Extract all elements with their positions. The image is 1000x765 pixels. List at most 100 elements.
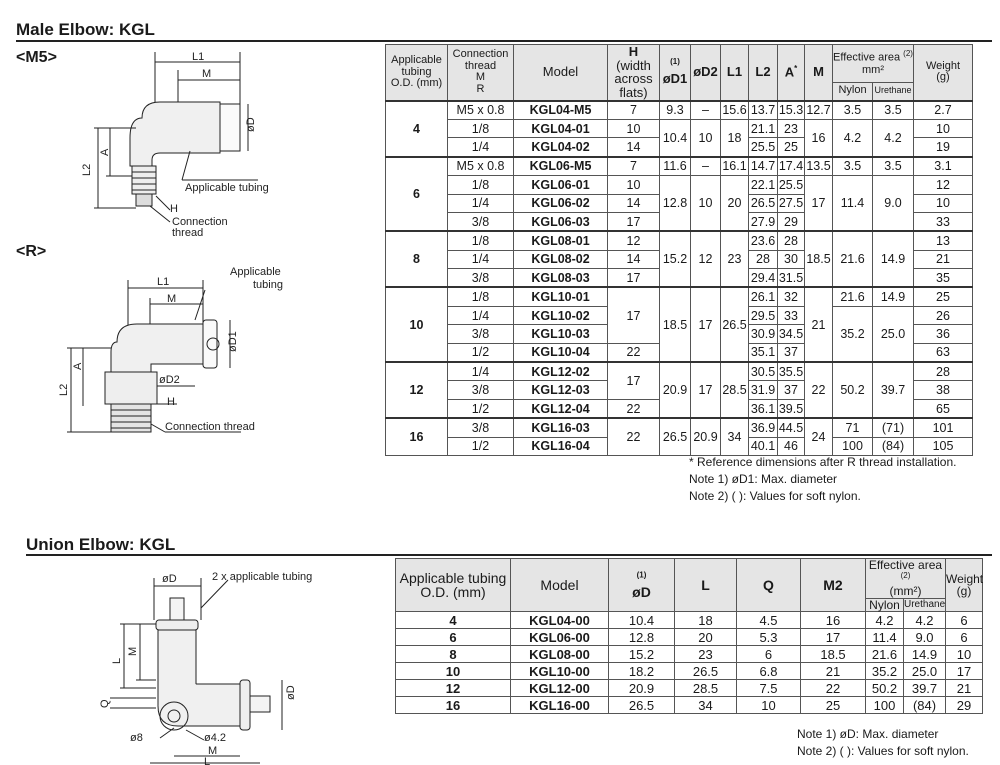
r-l1-label: L1: [157, 276, 169, 288]
union-weight-cell: 29: [945, 696, 983, 715]
union-weight-cell: 6: [945, 628, 983, 647]
union-nylon-cell: 4.2: [865, 611, 904, 630]
m5-m-label: M: [202, 68, 211, 80]
h-cell: 7: [607, 99, 660, 120]
weight-cell: 35: [913, 268, 973, 288]
l2-cell: 21.1: [748, 118, 778, 139]
union-elbow-notes: Note 1) øD: Max. diameter Note 2) ( ): V…: [797, 726, 969, 760]
weight-cell: 12: [913, 175, 973, 195]
nylon-cell: 50.2: [832, 361, 873, 419]
thread-cell: M5 x 0.8: [447, 99, 514, 120]
weight-cell: 10: [913, 118, 973, 139]
union-l-cell: 23: [674, 645, 737, 664]
m-cell: 21: [804, 286, 833, 363]
urethane-cell: 4.2: [872, 118, 914, 158]
a-cell: 37: [777, 380, 805, 400]
model-cell: KGL04-01: [513, 118, 608, 139]
m-cell: 22: [804, 361, 833, 419]
model-cell: KGL10-01: [513, 286, 608, 307]
h-cell: 17: [607, 268, 660, 288]
weight-cell: 25: [913, 286, 973, 307]
union-nylon-cell: 50.2: [865, 679, 904, 698]
union-elbow-title: Union Elbow: KGL: [26, 535, 176, 554]
union-model-cell: KGL06-00: [510, 628, 609, 647]
model-cell: KGL06-01: [513, 175, 608, 195]
d1-cell: 18.5: [659, 286, 691, 363]
m-cell: 24: [804, 417, 833, 456]
union-m-bottom-label: M: [208, 745, 217, 757]
union-l-cell: 28.5: [674, 679, 737, 698]
l2-cell: 29.4: [748, 268, 778, 288]
thread-cell: 3/8: [447, 324, 514, 344]
l2-cell: 14.7: [748, 155, 778, 177]
union-od-cell: 8: [395, 645, 511, 664]
a-cell: 37: [777, 342, 805, 363]
model-cell: KGL12-04: [513, 398, 608, 419]
nylon-cell: 71: [832, 417, 873, 438]
union-d-label: øD: [162, 573, 177, 585]
union-urethane-cell: 9.0: [903, 628, 946, 647]
union-nylon-cell: 21.6: [865, 645, 904, 664]
tubing-od-cell: 8: [385, 230, 448, 288]
union-tubing-label: 2 x applicable tubing: [212, 571, 312, 583]
l1-cell: 15.6: [720, 99, 749, 120]
thread-cell: M5 x 0.8: [447, 155, 514, 177]
a-cell: 27.5: [777, 193, 805, 213]
model-cell: KGL08-03: [513, 268, 608, 288]
thread-cell: 1/4: [447, 193, 514, 213]
urethane-cell: 3.5: [872, 155, 914, 177]
thread-cell: 1/2: [447, 342, 514, 363]
union-q-cell: 6: [736, 645, 801, 664]
urethane-cell: 3.5: [872, 99, 914, 120]
union-q-cell: 4.5: [736, 611, 801, 630]
union-col-header-nylon: Nylon: [865, 597, 904, 613]
thread-cell: 1/2: [447, 436, 514, 456]
union-weight-cell: 21: [945, 679, 983, 698]
r-h-label: H: [167, 396, 175, 408]
union-col-header-model: Model: [510, 557, 609, 613]
union-q-cell: 5.3: [736, 628, 801, 647]
union-d-cell: 15.2: [608, 645, 675, 664]
a-cell: 44.5: [777, 417, 805, 438]
weight-cell: 21: [913, 249, 973, 270]
model-cell: KGL06-03: [513, 211, 608, 232]
weight-cell: 13: [913, 230, 973, 251]
l2-cell: 25.5: [748, 137, 778, 158]
union-urethane-cell: (84): [903, 696, 946, 715]
model-cell: KGL16-04: [513, 436, 608, 456]
union-d-cell: 18.2: [608, 662, 675, 681]
variant-m5-label: <M5>: [16, 49, 57, 66]
thread-cell: 1/8: [447, 118, 514, 139]
weight-cell: 38: [913, 380, 973, 400]
union-q-cell: 10: [736, 696, 801, 715]
urethane-cell: 39.7: [872, 361, 914, 419]
weight-cell: 63: [913, 342, 973, 363]
col-header-l1: L1: [720, 43, 749, 102]
d2-cell: 12: [690, 230, 721, 288]
model-cell: KGL10-03: [513, 324, 608, 344]
h-cell: 22: [607, 398, 660, 419]
h-cell: 17: [607, 361, 660, 400]
h-cell: 17: [607, 286, 660, 344]
l2-cell: 28: [748, 249, 778, 270]
h-cell: 10: [607, 175, 660, 195]
nylon-cell: 100: [832, 436, 873, 456]
r-d2-label: øD2: [159, 374, 180, 386]
a-cell: 30: [777, 249, 805, 270]
col-header-d2: øD2: [690, 43, 721, 102]
union-col-header-d: (1)øD: [608, 557, 675, 613]
urethane-cell: (71): [872, 417, 914, 438]
union-phi42-label: ø4.2: [204, 732, 226, 744]
